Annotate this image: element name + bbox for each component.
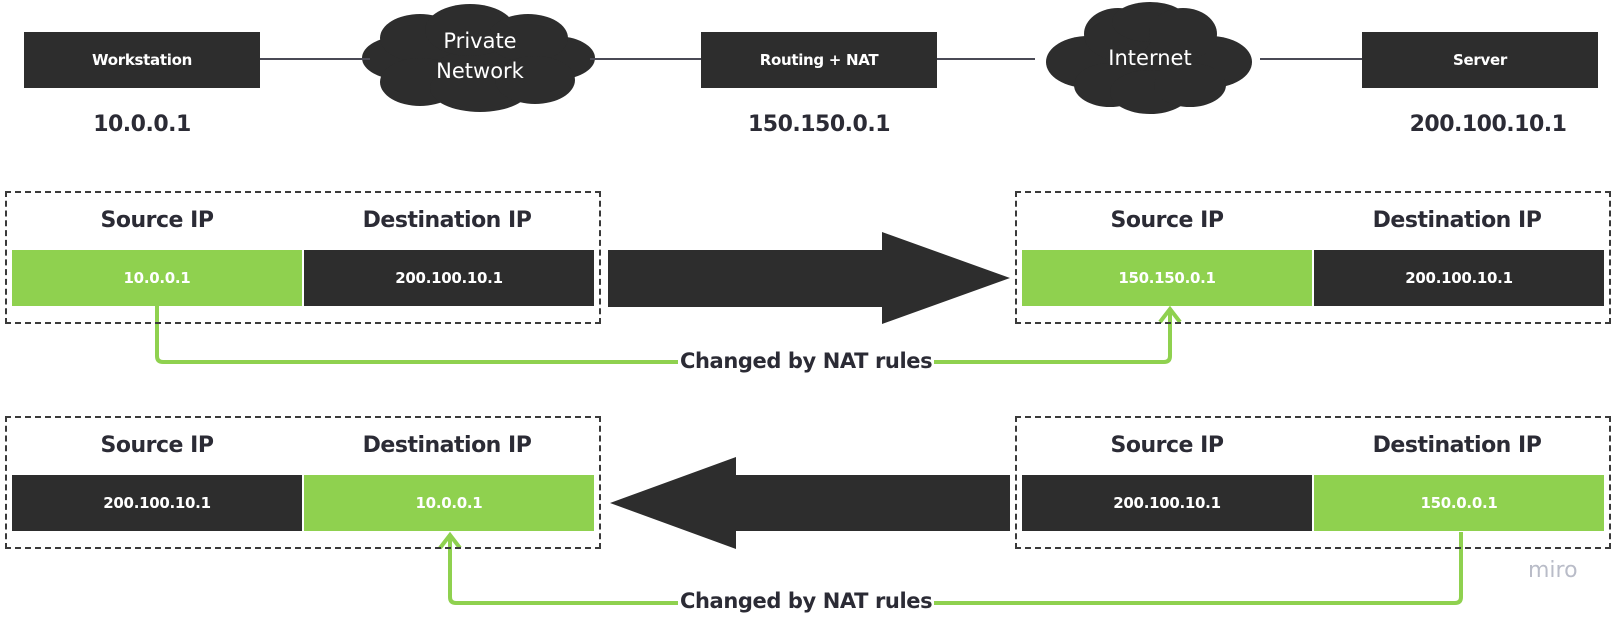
destination-ip-header: Destination IP — [1372, 433, 1542, 458]
destination-ip-cell: 200.100.10.1 — [1314, 250, 1604, 306]
nat-change-label-top: Changed by NAT rules — [678, 349, 935, 373]
destination-ip-cell: 150.0.0.1 — [1314, 475, 1604, 531]
router-ip: 150.150.0.1 — [747, 112, 891, 137]
destination-ip-header: Destination IP — [1372, 208, 1542, 233]
internet-label: Internet — [1108, 46, 1192, 70]
source-ip-header: Source IP — [100, 433, 214, 458]
source-ip-cell: 10.0.0.1 — [12, 250, 302, 306]
workstation-ip: 10.0.0.1 — [93, 112, 191, 137]
source-ip-cell: 150.150.0.1 — [1022, 250, 1312, 306]
destination-ip-cell: 200.100.10.1 — [304, 250, 594, 306]
workstation-node: Workstation — [24, 32, 260, 88]
nat-arrowhead-bottom — [438, 531, 462, 550]
packet-inbound-after — [5, 416, 601, 549]
miro-watermark: miro — [1528, 558, 1578, 583]
private-network-label: Private Network — [410, 26, 550, 86]
outbound-arrow — [608, 232, 1010, 324]
destination-ip-cell: 10.0.0.1 — [304, 475, 594, 531]
nat-change-label-bottom: Changed by NAT rules — [678, 589, 935, 613]
packet-inbound-before — [1015, 416, 1611, 549]
internet-cloud — [1046, 2, 1252, 114]
source-ip-header: Source IP — [100, 208, 214, 233]
source-ip-cell: 200.100.10.1 — [12, 475, 302, 531]
link-private-router — [590, 58, 702, 60]
router-nat-node: Routing + NAT — [701, 32, 937, 88]
private-network-cloud — [362, 4, 595, 112]
link-workstation-private — [260, 58, 370, 60]
server-ip: 200.100.10.1 — [1409, 112, 1567, 137]
source-ip-cell: 200.100.10.1 — [1022, 475, 1312, 531]
cloud-label-line1: Private — [443, 29, 517, 53]
nat-connector-bottom — [448, 532, 1463, 605]
destination-ip-header: Destination IP — [362, 208, 532, 233]
server-node: Server — [1362, 32, 1598, 88]
destination-ip-header: Destination IP — [362, 433, 532, 458]
source-ip-header: Source IP — [1110, 433, 1224, 458]
nat-arrowhead-top — [1158, 305, 1182, 324]
source-ip-header: Source IP — [1110, 208, 1224, 233]
link-router-internet — [935, 58, 1035, 60]
nat-connector-top — [155, 306, 1172, 364]
cloud-label-line2: Network — [436, 59, 524, 83]
packet-outbound-after — [1015, 191, 1611, 324]
link-internet-server — [1260, 58, 1362, 60]
packet-outbound-before — [5, 191, 601, 324]
inbound-arrow — [610, 457, 1010, 549]
